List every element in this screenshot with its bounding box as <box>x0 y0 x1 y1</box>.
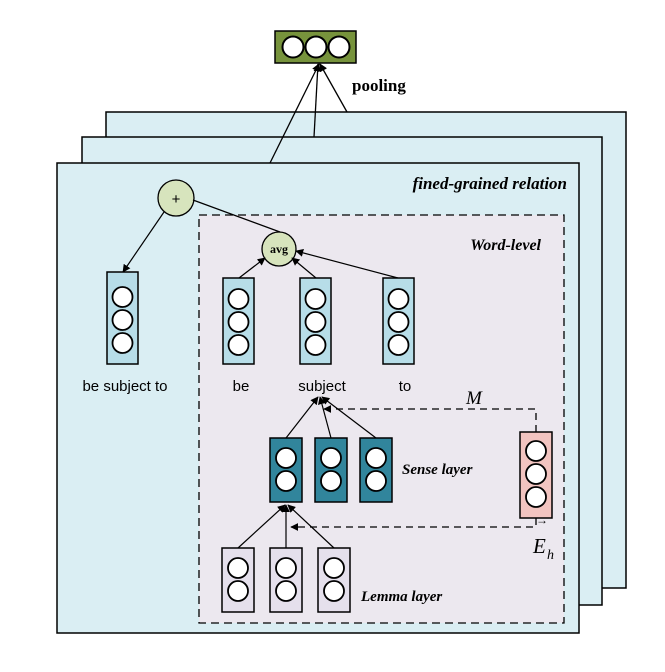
word-vector-subject <box>299 277 332 365</box>
sense-arrows <box>285 396 377 439</box>
word-to-label: to <box>399 378 412 395</box>
pooling-vector <box>274 30 357 64</box>
relation-title: fined-grained relation <box>413 174 567 193</box>
plus-label: + <box>172 191 181 208</box>
dashed-arrows <box>290 405 537 531</box>
pooling-arrows <box>269 63 348 164</box>
lemma-vector-1 <box>221 547 255 613</box>
m-label: M <box>465 388 483 409</box>
eh-arrow: → <box>536 513 548 527</box>
connector-lines <box>122 199 399 279</box>
eh-subscript: h <box>547 548 554 563</box>
lemma-layer-label: Lemma layer <box>360 589 442 605</box>
word-subject-label: subject <box>298 378 346 395</box>
phrase-vector <box>106 271 139 365</box>
avg-label: avg <box>270 242 288 256</box>
lemma-vector-2 <box>269 547 303 613</box>
word-level-region <box>198 214 565 624</box>
word-vector-to <box>382 277 415 365</box>
word-level-label: Word-level <box>470 237 541 254</box>
pooling-label: pooling <box>352 76 406 95</box>
phrase-label: be subject to <box>82 378 167 395</box>
lemma-vector-3 <box>317 547 351 613</box>
sense-vector-1 <box>269 437 303 503</box>
sense-vector-3 <box>359 437 393 503</box>
word-vector-be <box>222 277 255 365</box>
plus-node <box>157 179 195 217</box>
sense-layer-label: Sense layer <box>402 462 473 478</box>
context-vector <box>519 431 553 519</box>
eh-label: E <box>532 534 546 558</box>
sense-vector-2 <box>314 437 348 503</box>
word-be-label: be <box>233 378 250 395</box>
